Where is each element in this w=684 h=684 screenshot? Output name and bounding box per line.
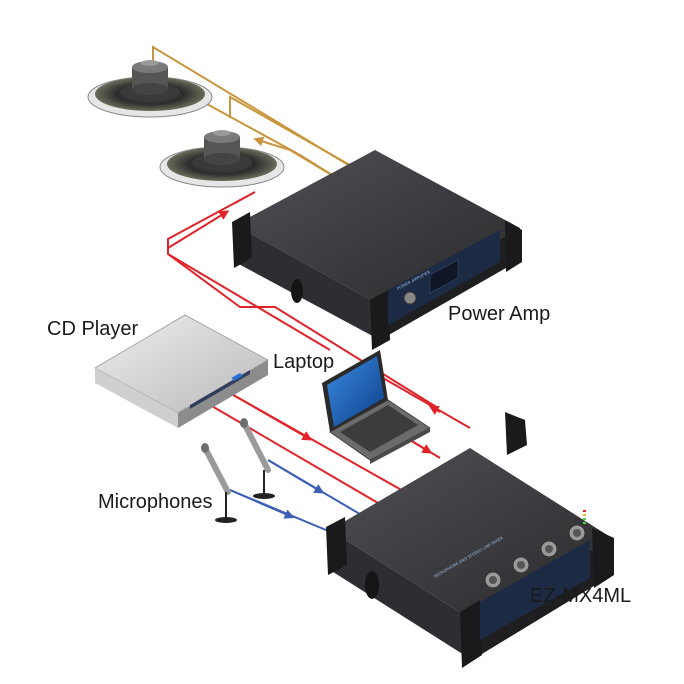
microphone-icon — [201, 443, 237, 523]
power-amp-icon: POWER AMPLIFIER — [232, 150, 522, 350]
speaker-wire-2-return — [253, 136, 341, 181]
label-power-amp: Power Amp — [448, 303, 550, 325]
line-signal-wires — [167, 191, 471, 511]
mixer-to-amp-wire-2 — [167, 253, 331, 351]
mixer-led-meter — [583, 510, 586, 524]
speaker-icon — [159, 130, 285, 188]
microphone-icon — [240, 418, 275, 499]
cd-player-icon — [94, 314, 269, 428]
speaker-icon — [87, 60, 213, 118]
label-laptop: Laptop — [273, 351, 334, 373]
label-microphones: Microphones — [98, 491, 213, 513]
mixer-icon: MICROPHONE AND STEREO LINE MIXER — [326, 412, 614, 668]
laptop-icon — [322, 350, 431, 464]
cd-to-mixer-wire-2 — [204, 401, 391, 511]
label-mixer: EZ-MX4ML — [530, 585, 631, 607]
laptop-to-mixer-wire — [382, 377, 471, 429]
label-cd-player: CD Player — [47, 318, 138, 340]
mixer-knobs — [484, 524, 586, 589]
speaker-wire-2 — [229, 95, 386, 186]
